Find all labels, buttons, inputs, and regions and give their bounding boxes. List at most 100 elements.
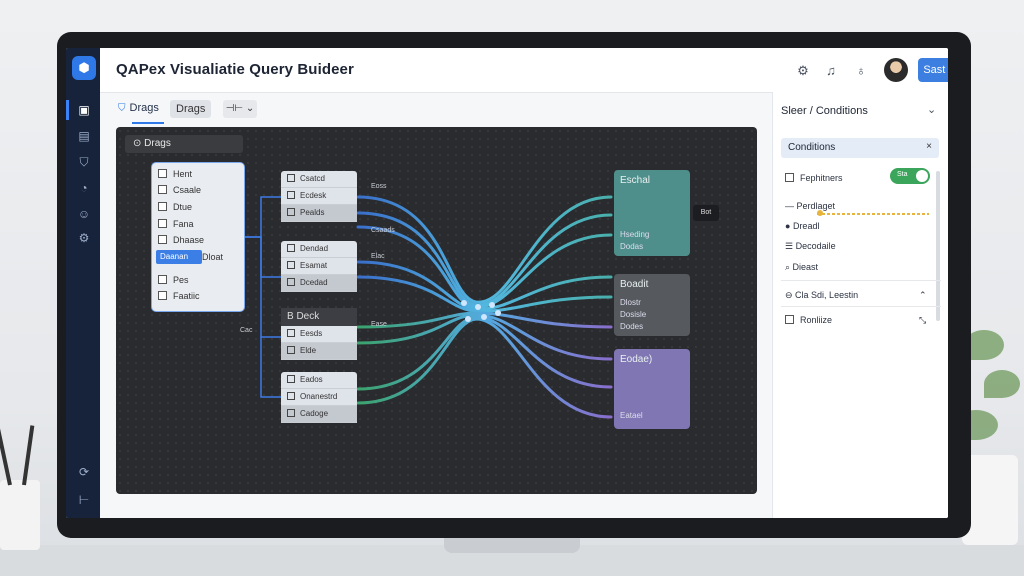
list-item[interactable]: Csaale (158, 183, 201, 197)
target-badge: Bot (693, 205, 719, 221)
filter-icon: ⊖ (785, 290, 796, 300)
exit-icon[interactable]: ⊢ (78, 493, 90, 507)
table-row[interactable]: Elde (281, 343, 357, 360)
condition-row[interactable]: ☰ Decodaile (785, 241, 836, 251)
canvas-label: ⊙ Drags (125, 135, 243, 153)
left-rail: ⬢ ▣ ▤ ⛉ ◔ ☺ ⚙ ⟳ ⊢ (66, 48, 100, 518)
condition-toggle[interactable]: Sta (890, 168, 930, 184)
active-tab-indicator (132, 122, 164, 124)
selected-field[interactable]: Daanan (156, 250, 202, 264)
target-field: Hseding (620, 230, 650, 239)
shield-icon[interactable]: ⛉ (79, 155, 89, 169)
table-row[interactable]: Csatcd (281, 171, 357, 188)
section-row[interactable]: ⊖ Cla Sdi, Leestin (785, 290, 859, 300)
condition-row[interactable]: Fephitners (785, 173, 843, 183)
list-item[interactable]: Fana (158, 217, 194, 231)
chart-icon[interactable]: ◔ (80, 181, 88, 195)
history-icon[interactable]: ⟳ (78, 465, 90, 479)
slider-thumb[interactable] (817, 210, 823, 216)
query-group[interactable]: Dendad Esamat Dcedad (281, 241, 357, 292)
table-row[interactable]: Ecdesk (281, 188, 357, 205)
page-title: QAPex Visualiatie Query Buideer (116, 61, 354, 78)
align-dropdown[interactable]: ⊣⊢ ⌄ (223, 100, 257, 118)
app-screen: ⬢ ▣ ▤ ⛉ ◔ ☺ ⚙ ⟳ ⊢ QAPex Visualiatie Quer… (66, 48, 948, 518)
conditions-label: Conditions (788, 142, 836, 153)
flow-line (356, 317, 613, 419)
divider (781, 306, 941, 307)
list-item[interactable]: Hent (158, 167, 192, 181)
connector-label: Csaads (371, 227, 395, 234)
expand-icon[interactable]: ⤡ (919, 315, 927, 325)
logo-icon[interactable]: ⬢ (72, 56, 96, 80)
search-icon: ⌕ (785, 262, 793, 272)
flow-line (356, 195, 613, 304)
list-item[interactable]: Faatiic (158, 289, 200, 303)
table-row[interactable]: Cadoge (281, 406, 357, 423)
table-row[interactable]: Pealds (281, 205, 357, 222)
target-field: Eatael (620, 411, 643, 420)
table-row[interactable]: Onanestrd (281, 389, 357, 406)
condition-row[interactable]: — Perdlaget (785, 201, 836, 211)
list-item[interactable]: Dhaase (158, 233, 204, 247)
plant-pot (962, 455, 1018, 545)
target-field: Dosisle (620, 310, 647, 319)
target-node[interactable]: Boadit Dlostr Dosisle Dodes (614, 274, 690, 336)
connector-label: Ease (371, 321, 387, 328)
query-group[interactable]: Eados Onanestrd Cadoge (281, 372, 357, 423)
close-icon[interactable]: × (926, 141, 932, 152)
table-row[interactable]: Esamat (281, 258, 357, 275)
panel-scrollbar[interactable] (936, 171, 940, 321)
source-connectors (244, 196, 281, 398)
list-icon: ☰ (785, 241, 796, 251)
list-item[interactable]: Pes (158, 273, 189, 287)
chevron-down-icon[interactable]: ⌄ (927, 104, 937, 116)
notifications-icon[interactable]: ♫ (826, 63, 836, 78)
connector-label: Eoss (371, 183, 387, 190)
settings-icon[interactable]: ⚙ (78, 231, 90, 245)
monitor-stand (444, 535, 580, 553)
source-fields-panel[interactable]: Hent Csaale Dtue Fana Dhaase Daanan Dloa… (152, 163, 244, 311)
target-field: Dlostr (620, 298, 641, 307)
user-icon[interactable]: ☺ (77, 207, 91, 221)
query-canvas[interactable]: ⊙ Drags Hent Csaale Dtue Fana Dhaase Daa… (116, 127, 757, 494)
avatar[interactable] (884, 58, 908, 82)
lightbulb-icon[interactable]: ♁ (856, 63, 866, 78)
flow-line (356, 211, 613, 307)
list-item[interactable]: Dtue (158, 200, 192, 214)
target-node[interactable]: Eschal Hseding Dodas (614, 170, 690, 256)
group-header: B Deck (281, 308, 357, 326)
connector-label: Cac (240, 327, 253, 334)
condition-row[interactable]: ● Dreadl (785, 221, 820, 231)
query-group[interactable]: B Deck Eesds Elde (281, 308, 357, 360)
flow-line (356, 275, 613, 313)
app-header: QAPex Visualiatie Query Buideer ⚙ ♫ ♁ Sa… (100, 48, 948, 93)
toolbar: ⛉Drags Drags ⊣⊢ ⌄ (100, 92, 772, 126)
target-title: Eschal (620, 175, 651, 186)
target-title: Eodae) (620, 354, 653, 365)
tab-label: Drags (129, 102, 159, 114)
condition-row[interactable]: ⌕ Dieast (785, 262, 819, 272)
table-row[interactable]: Dendad (281, 241, 357, 258)
drags-chip[interactable]: Drags (170, 100, 212, 118)
divider (781, 280, 941, 281)
condition-slider[interactable] (817, 210, 929, 216)
pen-cup (0, 480, 40, 550)
home-icon[interactable]: ▣ (66, 100, 92, 120)
table-row[interactable]: Dcedad (281, 275, 357, 292)
table-icon[interactable]: ▤ (78, 129, 90, 143)
conditions-header[interactable]: Conditions × (781, 138, 939, 158)
chevron-up-icon[interactable]: ⌃ (919, 290, 927, 300)
query-group[interactable]: Csatcd Ecdesk Pealds (281, 171, 357, 222)
table-row[interactable]: Eados (281, 372, 357, 389)
field-label: Dloat (202, 252, 224, 262)
tab-drags[interactable]: ⛉Drags (118, 102, 159, 114)
settings-icon[interactable]: ⚙ (797, 63, 809, 78)
table-row[interactable]: Eesds (281, 326, 357, 343)
section-row[interactable]: Ronliize (785, 315, 832, 325)
conditions-panel: Sleer / Conditions ⌄ Conditions × Fephit… (772, 92, 948, 518)
target-node[interactable]: Eodae) Eatael (614, 349, 690, 429)
primary-action-button[interactable]: Sast Rone (918, 58, 948, 82)
dot-icon: ● (785, 221, 793, 231)
flow-line (356, 313, 613, 361)
connector-label: Elac (371, 253, 385, 260)
